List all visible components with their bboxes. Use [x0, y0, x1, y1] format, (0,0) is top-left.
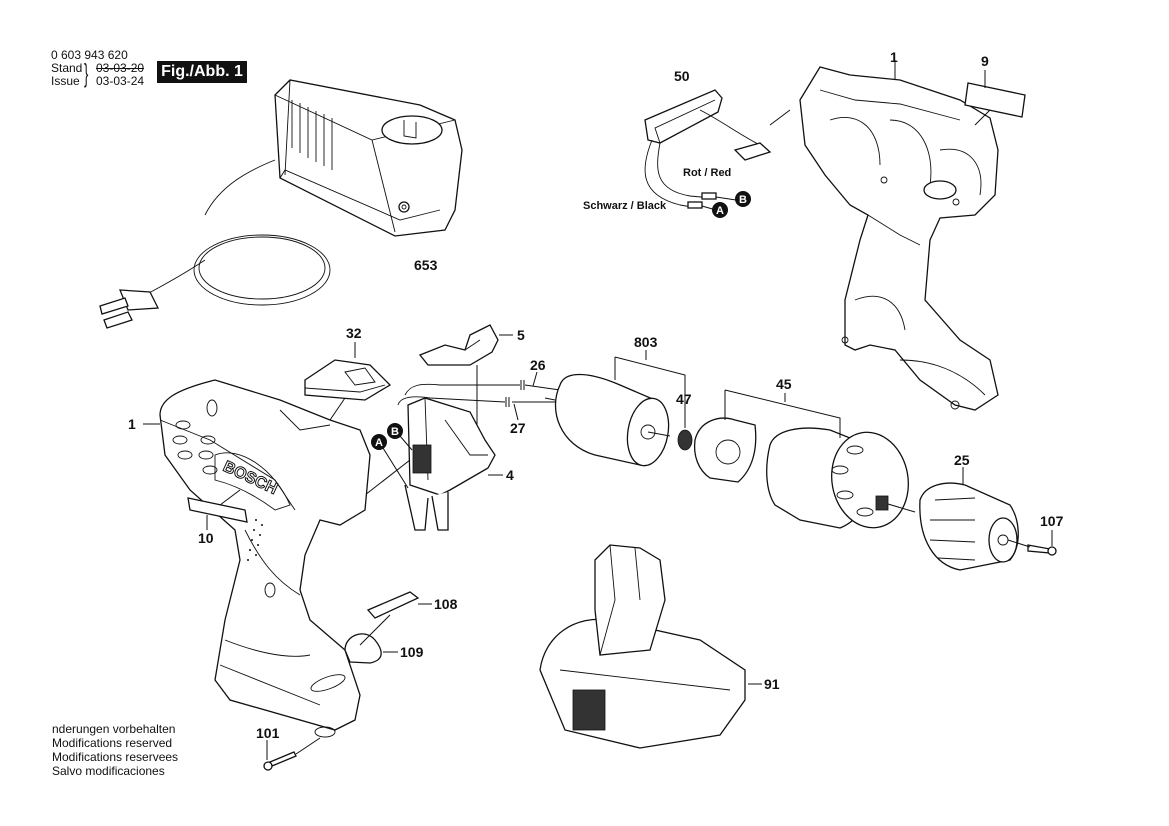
notice-line-en: Modifications reserved — [52, 736, 173, 750]
part-number-housing-left: 1 — [128, 416, 136, 432]
part-number-chuck: 25 — [954, 452, 970, 468]
document-number: 0 603 943 620 — [51, 48, 128, 62]
sensor-drawing — [644, 89, 791, 211]
part-number-switch-slide: 5 — [517, 327, 525, 343]
switch-slide-drawing — [418, 324, 513, 440]
connector-a-marker-switch: A — [371, 434, 409, 489]
part-number-sensor: 50 — [674, 68, 690, 84]
pinion-drawing — [677, 408, 693, 451]
switch-drawing — [364, 397, 503, 531]
nameplate-top-drawing — [964, 70, 1026, 126]
part-number-nameplate-side: 10 — [198, 530, 214, 546]
brace-icon: } — [84, 58, 89, 88]
bit-holder-drawing — [344, 614, 398, 664]
svg-text:A: A — [375, 437, 383, 449]
notice-line-de: nderungen vorbehalten — [52, 722, 176, 736]
part-number-motor: 803 — [634, 334, 658, 350]
wire-label-black: Schwarz / Black — [583, 200, 667, 212]
housing-screw-drawing — [263, 737, 321, 771]
nameplate-side-drawing — [187, 489, 248, 530]
part-number-battery: 91 — [764, 676, 780, 692]
connector-b-marker-sensor: B — [735, 191, 751, 207]
part-number-housing-screw: 101 — [256, 725, 280, 741]
housing-left-drawing: BOSCH — [143, 379, 371, 738]
battery-drawing — [539, 544, 762, 749]
issue-label: Issue — [51, 74, 80, 88]
part-number-pinion: 47 — [676, 391, 692, 407]
part-number-charger: 653 — [414, 257, 438, 273]
charger-drawing — [99, 79, 463, 329]
stand-date: 03-03-20 — [96, 61, 145, 75]
connector-b-marker-switch: B — [387, 423, 413, 451]
chuck-screw-drawing — [1007, 530, 1057, 556]
gearbox-drawing — [693, 389, 916, 529]
housing-right-drawing — [799, 60, 999, 411]
svg-text:B: B — [739, 194, 747, 206]
part-number-gearbox: 45 — [776, 376, 792, 392]
svg-text:B: B — [391, 426, 399, 438]
cover-drawing — [304, 342, 392, 421]
wire-label-red: Rot / Red — [683, 167, 731, 179]
part-number-housing-right: 1 — [890, 49, 898, 65]
part-number-bit-holder: 109 — [400, 644, 424, 660]
part-number-cover: 32 — [346, 325, 362, 341]
part-number-wire-27: 27 — [510, 420, 526, 436]
figure-label: Fig./Abb. 1 — [157, 61, 247, 83]
stand-label: Stand — [51, 61, 83, 75]
part-number-wire-26: 26 — [530, 357, 546, 373]
part-number-switch: 4 — [506, 467, 514, 483]
part-number-nameplate-top: 9 — [981, 53, 989, 69]
connector-a-marker-sensor: A — [712, 202, 728, 218]
bit-drawing — [366, 591, 432, 619]
wires-drawing — [397, 371, 561, 421]
motor-drawing — [544, 350, 686, 467]
chuck-drawing — [919, 467, 1019, 571]
part-number-chuck-screw: 107 — [1040, 513, 1064, 529]
part-number-bit: 108 — [434, 596, 458, 612]
notice-line-fr: Modifications reservees — [52, 750, 179, 764]
notice-line-es: Salvo modificaciones — [52, 764, 165, 778]
issue-date: 03-03-24 — [96, 74, 145, 88]
svg-text:A: A — [716, 205, 724, 217]
